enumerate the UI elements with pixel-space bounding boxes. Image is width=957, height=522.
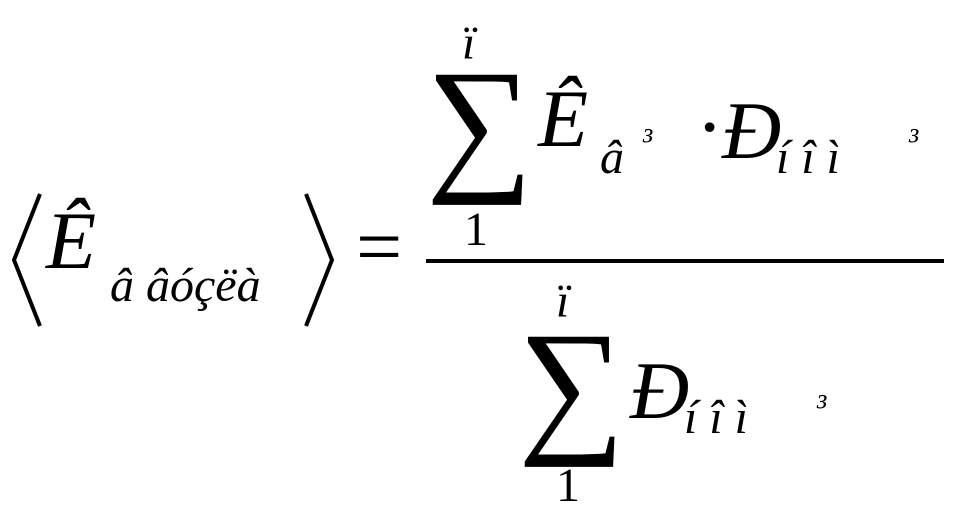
right-angle-bracket: [304, 193, 335, 327]
numerator-sum-lower: 1: [464, 203, 488, 256]
numerator-sum-upper: ï: [462, 17, 476, 70]
left-angle-bracket: [11, 193, 42, 327]
denominator-sum-lower: 1: [556, 459, 580, 512]
numerator-sum-symbol: ∑: [426, 40, 533, 206]
lhs-subscript: â âóçëà: [110, 259, 261, 312]
numerator-term1-symbol: Ê: [538, 73, 589, 164]
numerator-term2-subscript: í î ì: [776, 131, 841, 184]
denominator-term-superscript: ³: [816, 388, 827, 425]
denominator-sum-upper: ï: [556, 275, 570, 328]
numerator-dot: ·: [696, 81, 724, 172]
numerator-term2-superscript: ³: [908, 122, 919, 159]
lhs-symbol: Ê: [46, 195, 97, 286]
fraction-bar: [426, 259, 944, 263]
numerator-term2-symbol: Ð: [722, 85, 782, 176]
denominator-sum-symbol: ∑: [518, 302, 625, 468]
equals-sign: =: [356, 201, 403, 292]
denominator-term-symbol: Ð: [630, 345, 690, 436]
numerator-term1-superscript: ³: [642, 122, 653, 159]
denominator-term-subscript: í î ì: [684, 391, 749, 444]
numerator-term1-subscript: â: [600, 131, 624, 184]
